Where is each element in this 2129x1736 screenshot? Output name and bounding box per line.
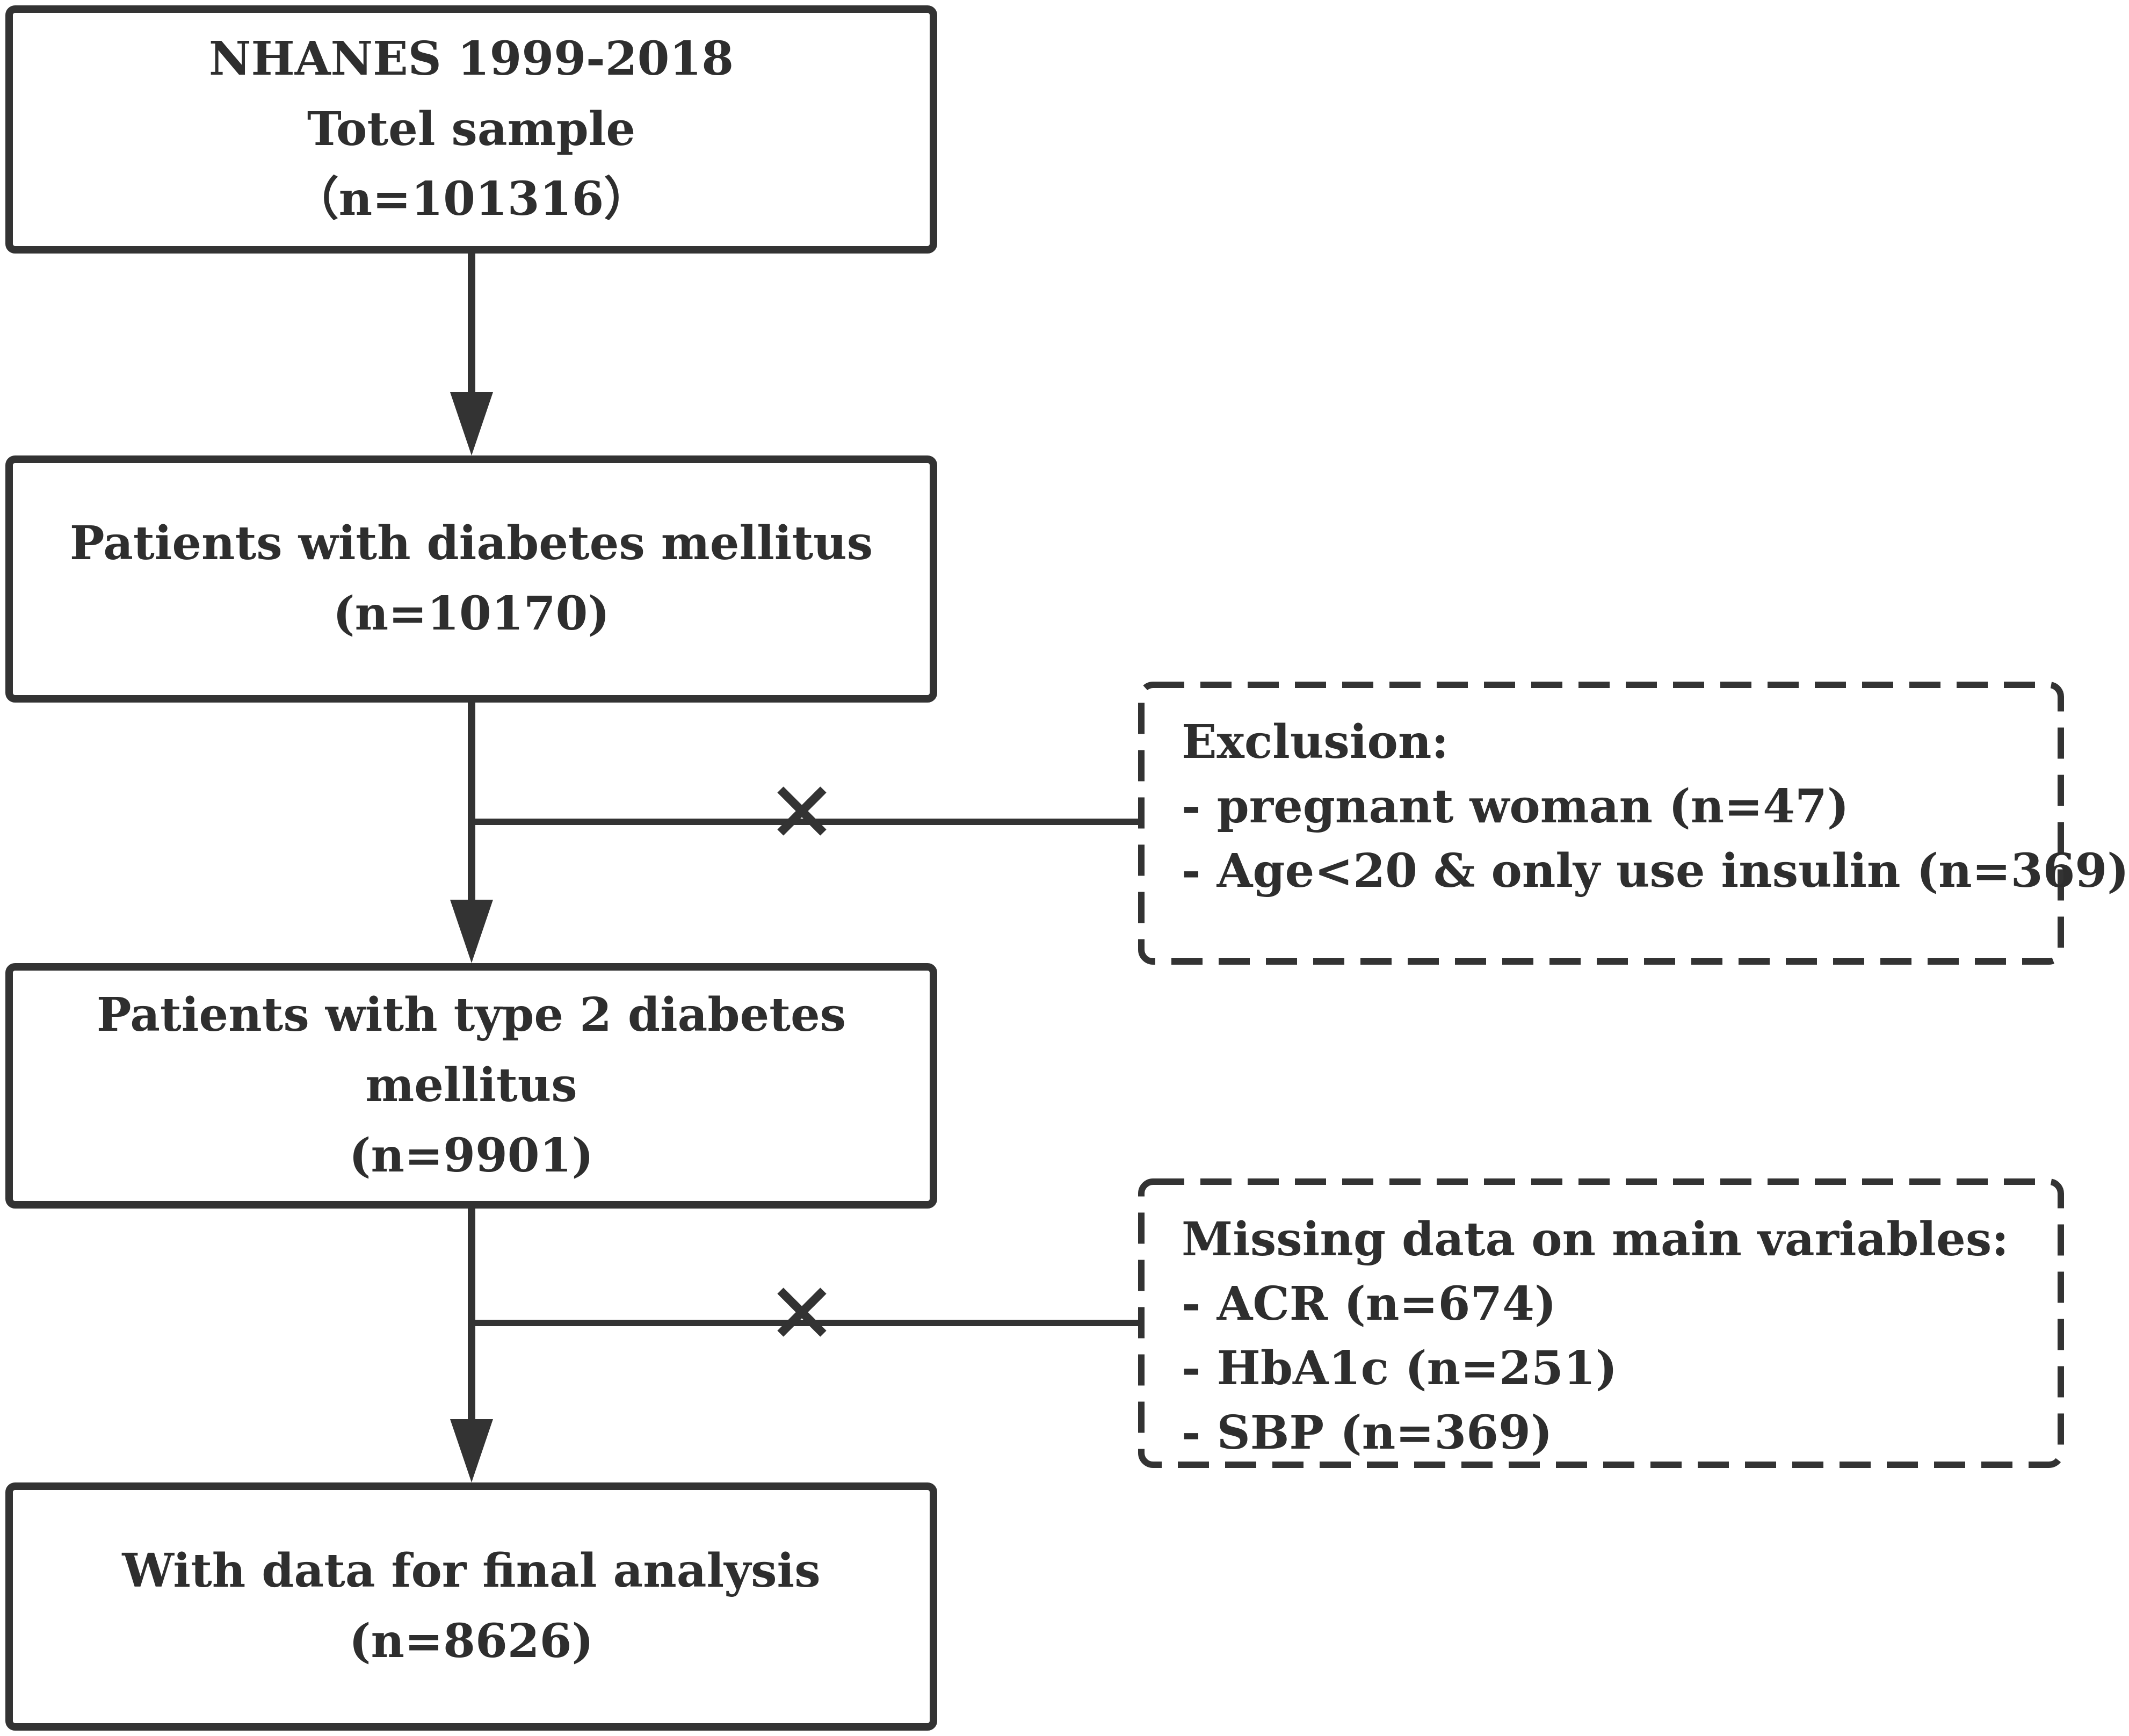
flowchart: NHANES 1999-2018 Totel sample （n=101316）… — [5, 5, 2129, 1731]
missing-data-item: - ACR (n=674) — [1182, 1277, 1556, 1331]
arrowhead-3 — [450, 1419, 493, 1482]
x-mark-icon — [777, 1287, 827, 1337]
box-line: NHANES 1999-2018 — [208, 31, 734, 86]
x-mark-icon — [777, 786, 827, 836]
box-line: With data for final analysis — [122, 1544, 821, 1598]
missing-data-list: Missing data on main variables: - ACR (n… — [1182, 1207, 2009, 1465]
missing-data-item: - HbA1c (n=251) — [1182, 1341, 1618, 1395]
missing-data-box — [1138, 1178, 2064, 1468]
box-line: Totel sample — [307, 102, 636, 156]
box-line: (n=10170) — [332, 587, 610, 641]
missing-data-title: Missing data on main variables: — [1182, 1212, 2009, 1267]
exclusion-title: Exclusion: — [1182, 715, 1449, 769]
arrowhead-2 — [450, 900, 493, 963]
box-line: Patients with type 2 diabetes mellitus — [96, 988, 846, 1113]
diabetes-box: Patients with diabetes mellitus (n=10170… — [5, 455, 937, 703]
exclusion-list: Exclusion: - pregnant woman (n=47) - Age… — [1182, 710, 2129, 903]
exclusion-item: - pregnant woman (n=47) — [1182, 779, 1849, 834]
box-line: (n=8626) — [349, 1614, 594, 1668]
type2-diabetes-box: Patients with type 2 diabetes mellitus (… — [5, 963, 937, 1209]
total-sample-box: NHANES 1999-2018 Totel sample （n=101316） — [5, 5, 937, 254]
box-line: (n=9901) — [349, 1128, 594, 1183]
exclusion-box — [1138, 682, 2064, 965]
exclusion-item: - Age<20 & only use insulin (n=369) — [1182, 844, 2129, 898]
missing-data-item: - SBP (n=369) — [1182, 1406, 1553, 1460]
arrowhead-1 — [450, 392, 493, 455]
box-line: Patients with diabetes mellitus — [69, 516, 873, 571]
final-analysis-box: With data for final analysis (n=8626) — [5, 1482, 937, 1731]
connector-layer — [450, 254, 2064, 1482]
box-line: （n=101316） — [292, 172, 650, 227]
